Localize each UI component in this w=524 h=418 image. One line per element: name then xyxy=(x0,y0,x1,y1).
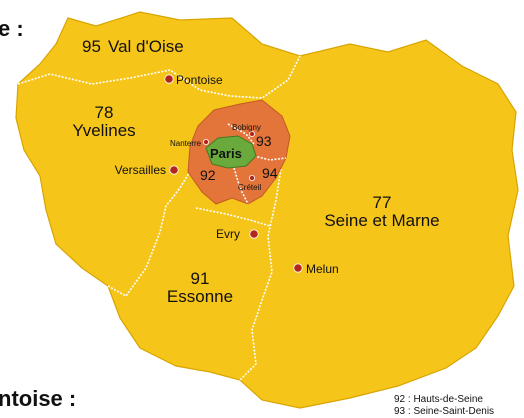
dept-78-name: Yvelines xyxy=(72,121,135,140)
dept-78-number: 78 xyxy=(95,103,114,122)
border-93-94 xyxy=(253,155,287,161)
dept-77-name: Seine et Marne xyxy=(324,211,439,230)
city-label-pontoise: Pontoise xyxy=(176,73,223,87)
city-label-bobigny: Bobigny xyxy=(232,123,261,132)
dept-93-number: 93 xyxy=(256,133,272,149)
heading-top: e : xyxy=(0,16,24,41)
dept-77-number: 77 xyxy=(373,193,392,212)
paris-label: Paris xyxy=(210,146,242,161)
city-dot-creteil xyxy=(248,174,255,181)
border-91-77 xyxy=(239,161,283,381)
city-dot-nanterre xyxy=(202,138,209,145)
city-label-versailles: Versailles xyxy=(115,163,166,177)
paris-area xyxy=(205,135,257,169)
border-92-94 xyxy=(233,167,249,205)
city-dot-melun xyxy=(293,263,303,273)
city-label-nanterre: Nanterre xyxy=(170,139,202,148)
border-95-south xyxy=(17,55,301,99)
footnote-line1: 92 : Hauts-de-Seine xyxy=(394,394,483,405)
dept-94-number: 94 xyxy=(262,165,278,181)
region-outline xyxy=(15,11,519,409)
dept-92-number: 92 xyxy=(200,167,216,183)
city-dot-pontoise xyxy=(164,74,174,84)
city-dot-versailles xyxy=(169,165,179,175)
city-label-melun: Melun xyxy=(306,262,339,276)
border-91-north xyxy=(195,207,271,227)
city-label-evry: Evry xyxy=(216,227,240,241)
heading-bottom: ntoise : xyxy=(0,386,76,411)
city-dot-bobigny xyxy=(248,130,255,137)
dept-91-name: Essonne xyxy=(167,287,233,306)
dept-91-number: 91 xyxy=(191,269,210,288)
footnote-line2: 93 : Seine-Saint-Denis xyxy=(394,406,494,417)
city-label-creteil: Créteil xyxy=(238,183,261,192)
border-92-93 xyxy=(227,123,255,145)
dept-95-number: 95 xyxy=(82,37,101,56)
city-dot-evry xyxy=(249,229,259,239)
dept-95-name: Val d'Oise xyxy=(108,37,184,56)
